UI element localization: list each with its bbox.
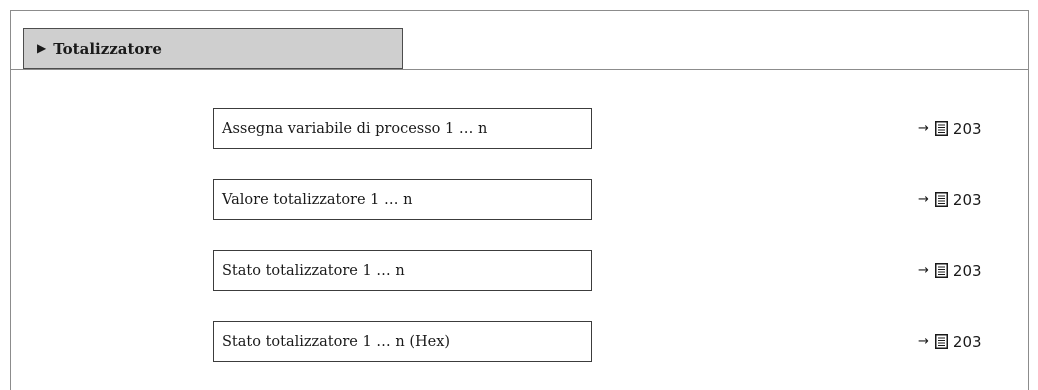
page-reference[interactable]: → 203 <box>918 321 982 362</box>
parameter-label: Valore totalizzatore 1 … n <box>222 191 413 208</box>
page-number: 203 <box>952 119 982 138</box>
right-arrow-icon: → <box>918 192 929 207</box>
page-number: 203 <box>952 261 982 280</box>
page-number: 203 <box>952 332 982 351</box>
menu-frame <box>10 10 1029 390</box>
parameter-label: Assegna variabile di processo 1 … n <box>222 120 488 137</box>
parameter-box-stato-totalizzatore-hex[interactable]: Stato totalizzatore 1 … n (Hex) <box>213 321 592 362</box>
parameter-row: Assegna variabile di processo 1 … n → 20… <box>0 108 1038 149</box>
parameter-label: Stato totalizzatore 1 … n <box>222 262 405 279</box>
page-reference[interactable]: → 203 <box>918 250 982 291</box>
page-reference[interactable]: → 203 <box>918 179 982 220</box>
page-reference[interactable]: → 203 <box>918 108 982 149</box>
parameter-row: Valore totalizzatore 1 … n → 203 <box>0 179 1038 220</box>
play-triangle-icon: ▶ <box>37 40 47 55</box>
parameter-row: Stato totalizzatore 1 … n → 203 <box>0 250 1038 291</box>
book-icon <box>934 334 948 349</box>
book-icon <box>934 263 948 278</box>
parameter-box-valore-totalizzatore[interactable]: Valore totalizzatore 1 … n <box>213 179 592 220</box>
parameter-label: Stato totalizzatore 1 … n (Hex) <box>222 333 451 350</box>
section-title: Totalizzatore <box>53 39 162 58</box>
book-icon <box>934 192 948 207</box>
page-number: 203 <box>952 190 982 209</box>
header-divider <box>10 69 1029 70</box>
right-arrow-icon: → <box>918 263 929 278</box>
parameter-box-assegna-variabile[interactable]: Assegna variabile di processo 1 … n <box>213 108 592 149</box>
parameter-row: Stato totalizzatore 1 … n (Hex) → 203 <box>0 321 1038 362</box>
right-arrow-icon: → <box>918 334 929 349</box>
right-arrow-icon: → <box>918 121 929 136</box>
book-icon <box>934 121 948 136</box>
section-header-totalizzatore[interactable]: ▶ Totalizzatore <box>23 28 403 69</box>
parameter-box-stato-totalizzatore[interactable]: Stato totalizzatore 1 … n <box>213 250 592 291</box>
